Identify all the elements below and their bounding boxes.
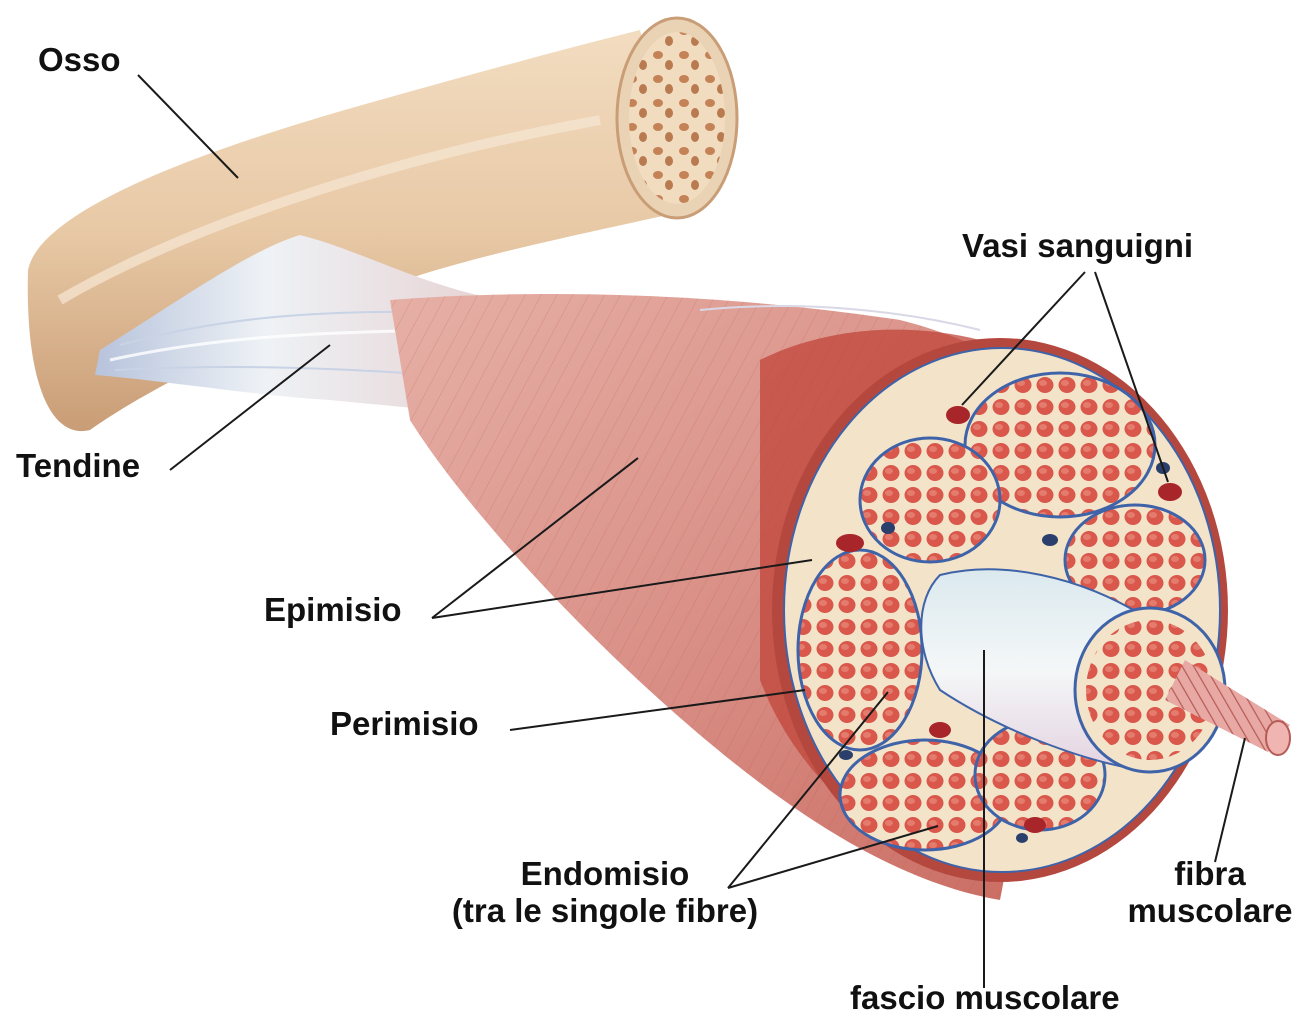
- label-fascicle: fascio muscolare: [850, 980, 1120, 1017]
- label-perimysium: Perimisio: [330, 706, 479, 743]
- label-epimysium: Epimisio: [264, 592, 402, 629]
- cross-section: [772, 338, 1290, 882]
- label-tendon: Tendine: [16, 448, 140, 485]
- label-muscle-fiber-line2: muscolare: [1110, 893, 1310, 930]
- label-bone: Osso: [38, 42, 121, 79]
- label-endomysium: Endomisio (tra le singole fibre): [400, 856, 810, 930]
- label-muscle-fiber-line1: fibra: [1110, 856, 1310, 893]
- label-blood-vessels: Vasi sanguigni: [962, 228, 1193, 265]
- label-endomysium-line1: Endomisio: [400, 856, 810, 893]
- leader-fiber: [1215, 738, 1245, 862]
- label-endomysium-line2: (tra le singole fibre): [400, 893, 810, 930]
- label-muscle-fiber: fibra muscolare: [1110, 856, 1310, 930]
